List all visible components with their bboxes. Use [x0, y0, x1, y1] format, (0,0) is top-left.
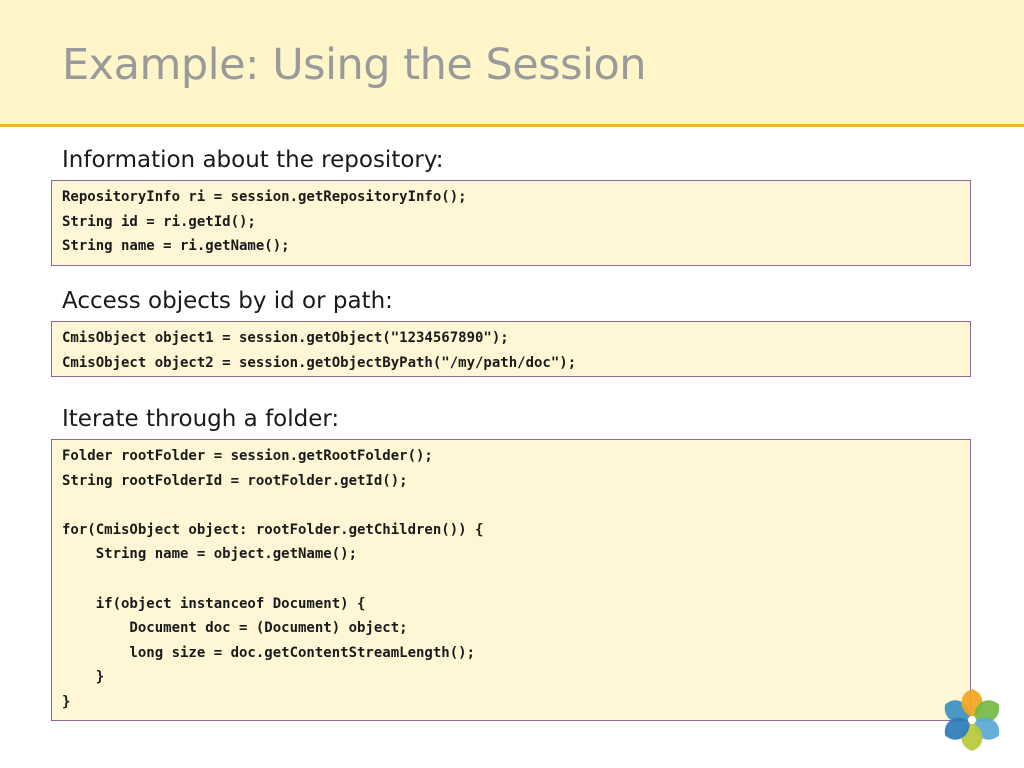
- code-line: String id = ri.getId();: [62, 213, 256, 230]
- code-line: Document doc = (Document) object;: [62, 620, 408, 637]
- code-line: Folder rootFolder = session.getRootFolde…: [62, 448, 433, 464]
- code-block-access-objects: CmisObject object1 = session.getObject("…: [51, 321, 971, 377]
- code-line: [62, 567, 960, 592]
- logo-center: [968, 716, 976, 724]
- code-line: String name = object.getName();: [62, 546, 358, 563]
- flower-logo-icon: [944, 689, 1000, 751]
- code-line: CmisObject object2 = session.getObjectBy…: [62, 354, 577, 371]
- code-line: CmisObject object1 = session.getObject("…: [62, 330, 509, 346]
- code-line: long size = doc.getContentStreamLength()…: [62, 644, 476, 661]
- code-line: if(object instanceof Document) {: [62, 595, 366, 612]
- logo-petal: [944, 717, 970, 740]
- code-block-repository-info: RepositoryInfo ri = session.getRepositor…: [51, 180, 971, 266]
- section-heading-access-objects: Access objects by id or path:: [62, 288, 393, 314]
- logo-petal: [974, 700, 1000, 723]
- code-line: }: [62, 693, 71, 710]
- code-block-iterate-folder: Folder rootFolder = session.getRootFolde…: [51, 439, 971, 721]
- code-line: [62, 493, 960, 518]
- code-line: for(CmisObject object: rootFolder.getChi…: [62, 521, 484, 538]
- section-heading-repository-info: Information about the repository:: [62, 147, 444, 173]
- slide-title: Example: Using the Session: [62, 40, 647, 90]
- section-heading-iterate-folder: Iterate through a folder:: [62, 406, 340, 432]
- code-line: String name = ri.getName();: [62, 238, 290, 255]
- code-line: }: [62, 669, 105, 686]
- slide-header: Example: Using the Session: [0, 0, 1024, 127]
- code-line: String rootFolderId = rootFolder.getId()…: [62, 472, 408, 489]
- code-line: RepositoryInfo ri = session.getRepositor…: [62, 189, 467, 205]
